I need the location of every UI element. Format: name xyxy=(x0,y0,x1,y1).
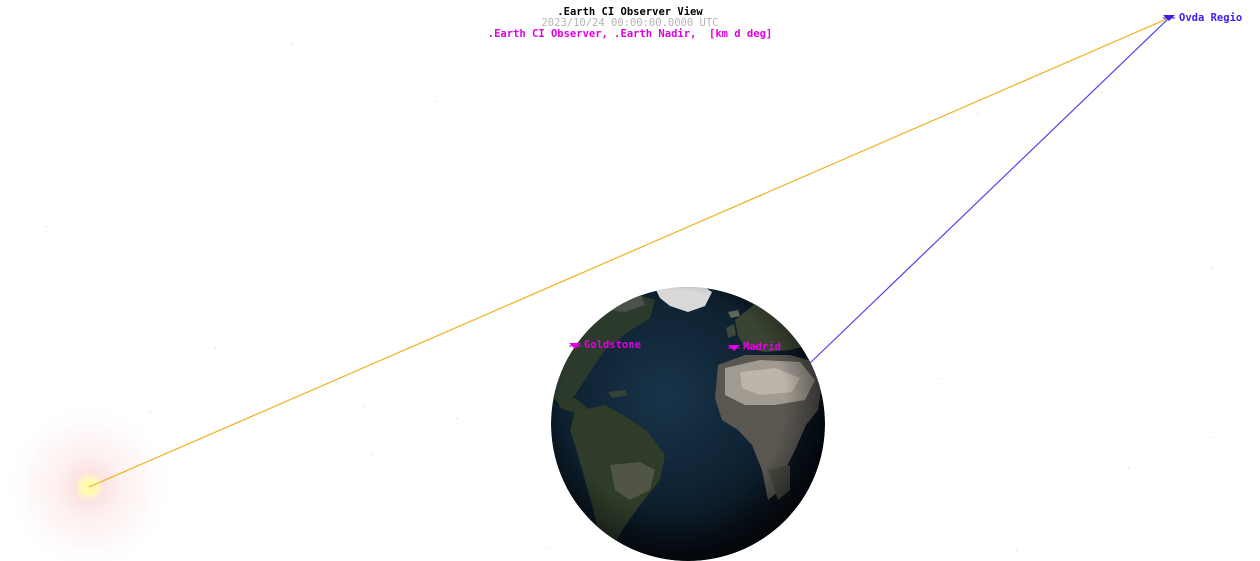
legend-line: .Earth CI Observer, .Earth Nadir, [km d … xyxy=(487,28,773,40)
earth-globe[interactable] xyxy=(551,284,825,561)
goldstone-marker-icon[interactable] xyxy=(569,343,581,349)
ovda-regio-vector-line xyxy=(807,17,1170,366)
ovda-regio-marker-icon[interactable] xyxy=(1163,15,1175,21)
madrid-marker-icon[interactable] xyxy=(728,345,740,351)
sun[interactable] xyxy=(4,402,174,561)
ovda-regio-label[interactable]: Ovda Regio xyxy=(1179,12,1243,24)
view-title: .Earth CI Observer View xyxy=(557,6,703,18)
goldstone-label[interactable]: Goldstone xyxy=(584,339,641,351)
globe-icon xyxy=(551,287,825,561)
timestamp: 2023/10/24 00:00:00.0000 UTC xyxy=(541,17,719,29)
madrid-label[interactable]: Madrid xyxy=(743,341,781,353)
sun-vector-line xyxy=(88,17,1170,488)
star-field xyxy=(46,44,1214,551)
